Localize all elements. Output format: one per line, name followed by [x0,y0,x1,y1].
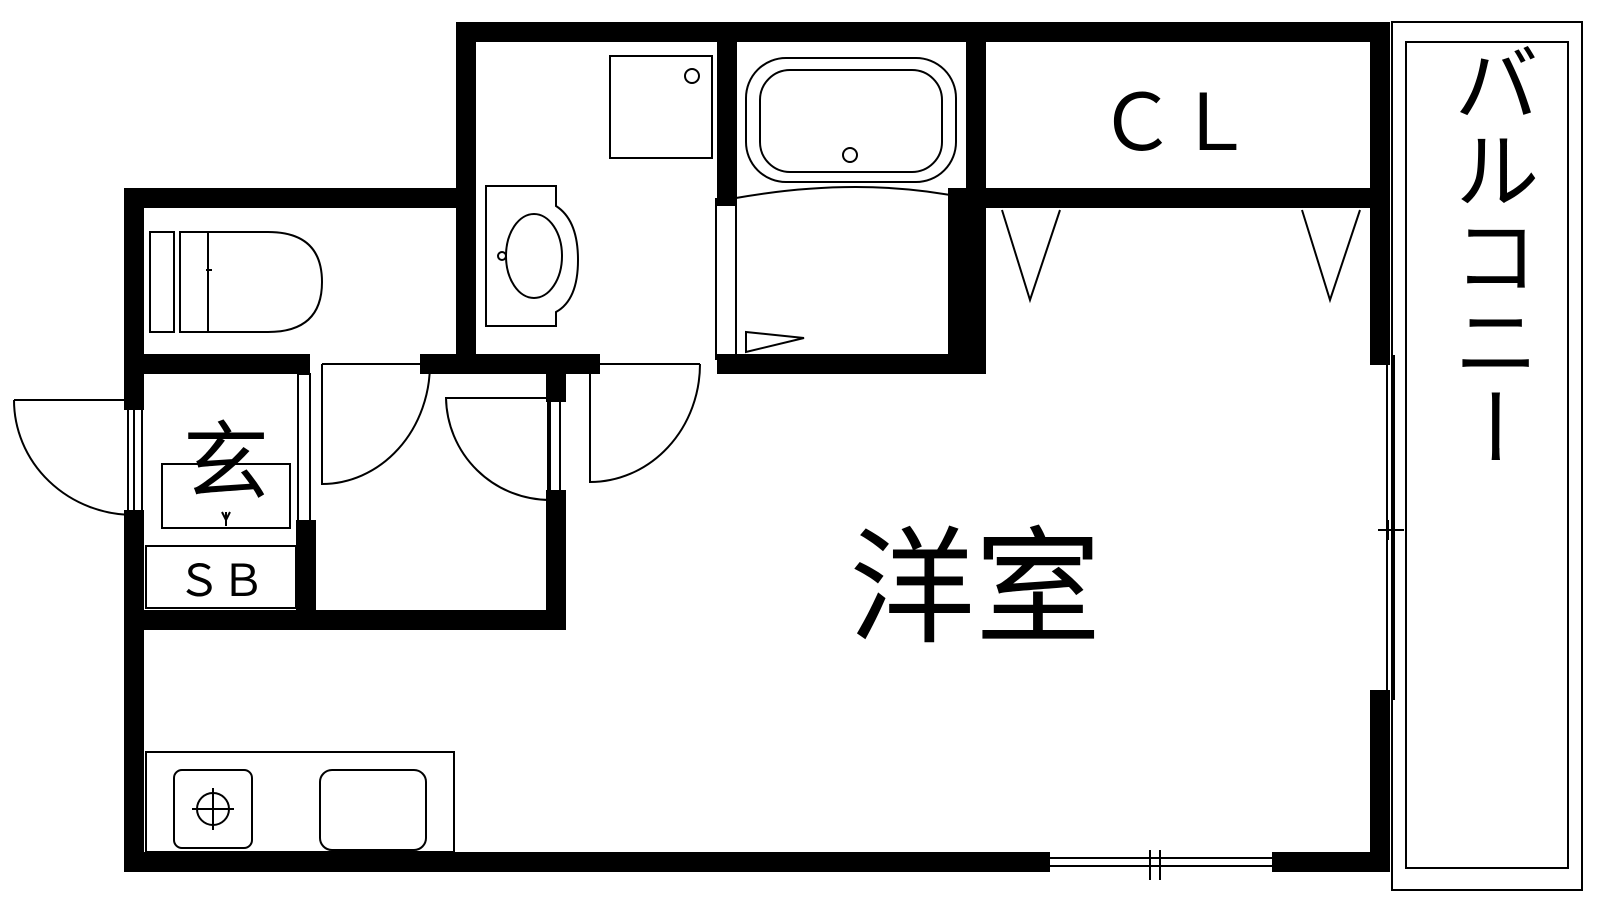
entrance-door [13,399,135,516]
kitchen-sink [319,769,427,851]
doors [13,363,701,525]
wash-basin [485,185,580,327]
closet-label: ＣＬ [1098,79,1254,169]
balcony-label: バルコニー [1438,40,1538,470]
main-door [589,363,701,484]
balcony-inner [1405,41,1569,869]
washroom-fixtures [485,55,717,360]
balcony-outer [1391,21,1583,891]
stove-burner [173,769,253,849]
entrance-step [161,463,291,529]
bottom-window [1040,850,1282,880]
toilet-block-wall [124,188,476,410]
balcony [1391,21,1583,891]
walls [124,22,1390,872]
shoe-box [145,545,297,609]
toilet [149,231,324,333]
bathtub [735,57,967,364]
kitchen [145,751,455,853]
balcony-window [1378,355,1404,700]
western-room-label: 洋室 [849,515,1101,662]
toilet-door [321,363,431,486]
washroom-door [444,397,551,501]
entrance-label: 玄 [183,413,269,513]
washing-machine-pan [609,55,713,159]
kitchen-counter [145,751,455,853]
shoe-box-label: ＳＢ [177,556,265,607]
closet-doors [983,189,1369,304]
